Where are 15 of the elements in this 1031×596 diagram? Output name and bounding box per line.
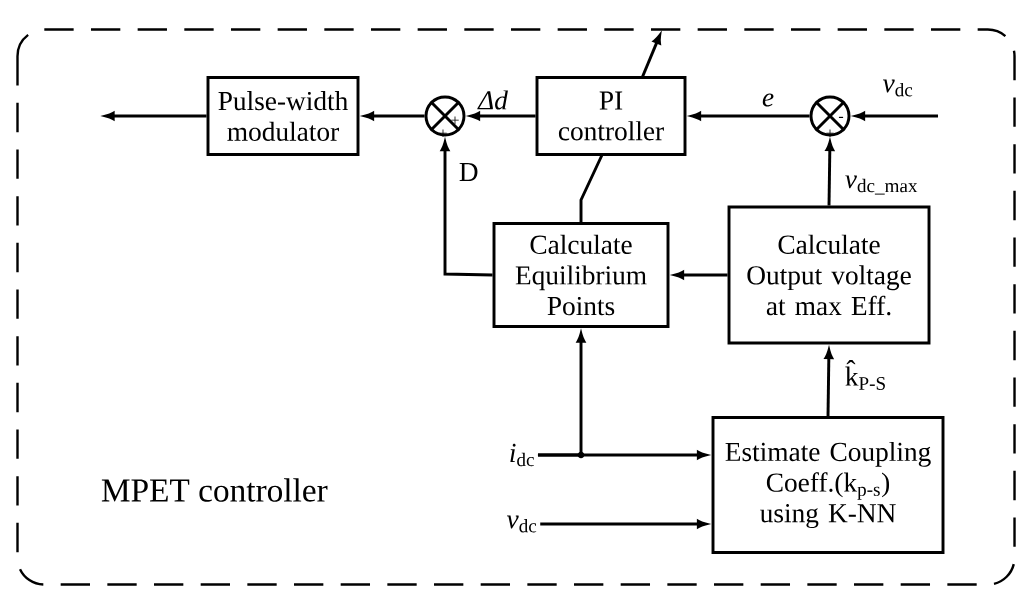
edge-label: v$_{dc_max}$ [845, 175, 918, 195]
process-box: PI controller [535, 76, 687, 156]
edge-label: D [459, 163, 478, 181]
edge-label: k̂$_{P-S}$ [845, 360, 885, 390]
signal-label: i$_{dc}$ [510, 443, 534, 467]
edge-label: e [762, 93, 774, 107]
process-box: Estimate Coupling Coeff.(k$_{p-s}$) using K-NN [711, 416, 945, 554]
edge-label: v$_{dc}$ [882, 79, 913, 97]
block-title: MPET controller [101, 478, 328, 502]
process-box: Calculate Output voltage at max Eff. [727, 205, 931, 345]
signal-label: v$_{dc}$ [506, 515, 537, 533]
process-box: Calculate Equilibrium Points [492, 222, 670, 328]
process-box: Pulse-width modulator [206, 76, 360, 156]
summing-junction: - + [809, 95, 851, 137]
edge-label: Δd [477, 90, 508, 110]
